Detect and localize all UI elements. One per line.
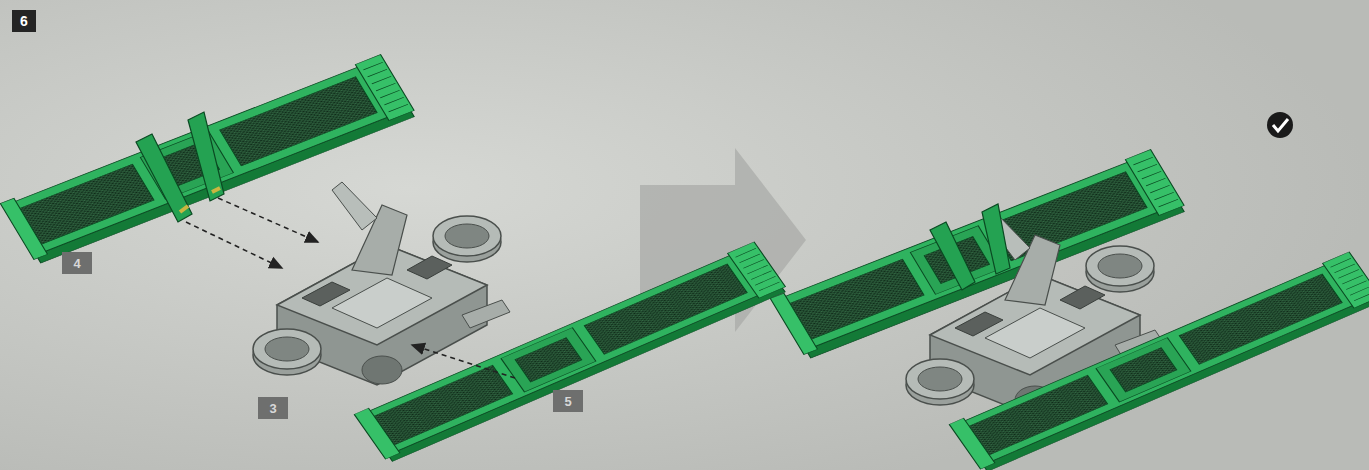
- check-mark: [1267, 112, 1293, 138]
- callout-number: 3: [258, 397, 288, 419]
- assembly-leader: [186, 198, 515, 378]
- bottom-wing-part: [354, 242, 788, 463]
- callout-number: 4: [62, 252, 92, 274]
- chassis-part: [253, 182, 510, 385]
- step-number: 6: [12, 10, 36, 32]
- top-wing-part: [0, 55, 417, 265]
- callout-number: 5: [553, 390, 583, 412]
- assembled-model: [770, 150, 1369, 470]
